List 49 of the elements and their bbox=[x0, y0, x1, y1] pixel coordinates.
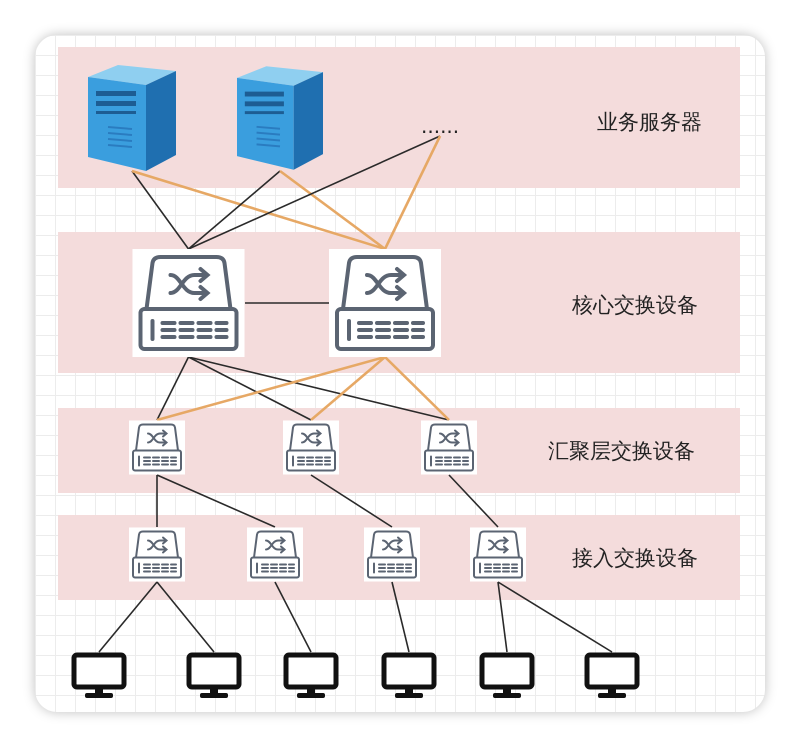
switch-icon bbox=[329, 249, 441, 357]
monitor-icon bbox=[584, 652, 640, 700]
monitor-icon bbox=[283, 652, 339, 700]
connection-line bbox=[132, 170, 386, 250]
layer-label: 核心交换设备 bbox=[572, 292, 698, 319]
connection-line bbox=[310, 356, 386, 421]
connection-line bbox=[156, 356, 386, 422]
layer-label: 业务服务器 bbox=[597, 109, 702, 136]
connection-line bbox=[188, 356, 450, 421]
connection-line bbox=[156, 474, 276, 528]
connection-line bbox=[448, 474, 499, 528]
connection-line bbox=[156, 356, 190, 420]
connection-line bbox=[384, 356, 450, 421]
server-icon bbox=[237, 65, 323, 171]
ellipsis-text: ...... bbox=[421, 116, 460, 136]
switch-icon bbox=[421, 420, 477, 475]
monitor-icon bbox=[381, 652, 437, 700]
connection-line bbox=[274, 582, 312, 652]
switch-icon bbox=[470, 527, 526, 582]
connection-line bbox=[498, 581, 612, 653]
connection-line bbox=[279, 170, 386, 250]
switch-icon bbox=[129, 420, 185, 475]
connection-line bbox=[156, 582, 215, 652]
connection-line bbox=[497, 582, 508, 652]
layer-label: 接入交换设备 bbox=[572, 545, 698, 572]
switch-icon bbox=[132, 249, 245, 357]
monitor-icon bbox=[71, 652, 127, 700]
connection-line bbox=[131, 170, 190, 250]
layer-band bbox=[58, 232, 740, 373]
connection-line bbox=[188, 135, 440, 250]
layer-band bbox=[58, 408, 740, 493]
connection-line bbox=[188, 170, 281, 250]
layer-label: 汇聚层交换设备 bbox=[548, 438, 695, 465]
connection-line bbox=[384, 135, 442, 250]
switch-icon bbox=[283, 420, 339, 475]
layer-band bbox=[58, 515, 740, 600]
server-icon bbox=[88, 65, 176, 171]
connection-line bbox=[391, 582, 410, 652]
monitor-icon bbox=[479, 652, 535, 700]
connection-line bbox=[156, 475, 158, 527]
monitor-icon bbox=[186, 652, 242, 700]
layer-band bbox=[58, 47, 740, 188]
connection-line bbox=[310, 474, 392, 528]
connection-line bbox=[188, 356, 312, 421]
connection-line bbox=[98, 582, 158, 652]
switch-icon bbox=[364, 527, 420, 582]
switch-icon bbox=[247, 527, 303, 582]
switch-icon bbox=[129, 527, 185, 582]
connection-line bbox=[245, 302, 329, 304]
